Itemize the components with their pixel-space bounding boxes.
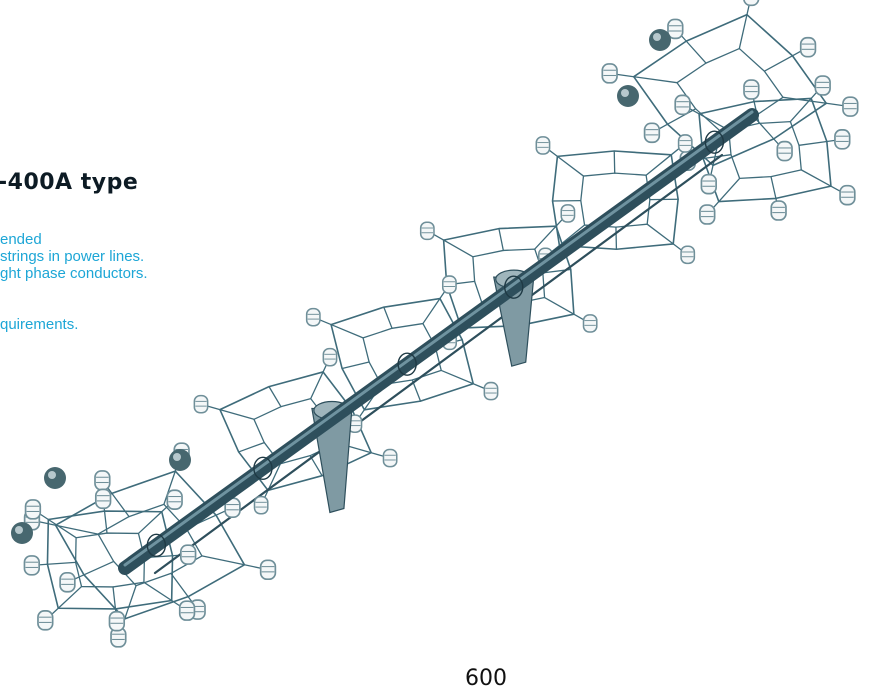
insulator-clamp (261, 560, 276, 579)
insulator-clamp (681, 246, 694, 263)
insulator-clamp (701, 175, 716, 194)
frame-strut (444, 240, 473, 257)
insulator-clamp (679, 135, 692, 152)
insulator-clamp (840, 186, 855, 205)
insulator-clamp (180, 601, 195, 620)
frame-strut (423, 299, 440, 324)
insulator-clamp (167, 490, 182, 509)
end-ball-highlight (653, 33, 661, 41)
page-number: 600 (465, 666, 507, 691)
insulator-clamp (583, 315, 596, 332)
end-ball (11, 522, 33, 544)
insulator-clamp (323, 349, 336, 366)
frame-strut (202, 556, 244, 565)
insulator-clamp (38, 611, 53, 630)
frame-strut (790, 98, 811, 121)
frame-strut (125, 586, 136, 619)
insulator-clamp (645, 123, 660, 142)
insulator-clamp (421, 222, 434, 239)
frame-strut (545, 298, 574, 315)
end-ball-highlight (48, 471, 56, 479)
insulator-clamp (744, 0, 759, 5)
frame-strut (557, 156, 583, 176)
insulator-clamp (801, 38, 816, 57)
insulator-clamp (194, 396, 207, 413)
insulator-clamp (700, 205, 715, 224)
frame-strut (384, 307, 392, 328)
insulator-clamp (96, 489, 111, 508)
insulator-clamp (815, 76, 830, 95)
frame-strut (220, 410, 254, 420)
inner-frame (677, 49, 783, 132)
support-rod (125, 112, 752, 568)
frame-strut (112, 493, 129, 516)
insulator-clamp (383, 450, 396, 467)
insulator-clamp (443, 276, 456, 293)
insulator-clamp (771, 201, 786, 220)
insulator-clamp (843, 97, 858, 116)
frame-strut (239, 443, 265, 452)
frame-strut (686, 41, 706, 63)
insulator-clamp (602, 64, 617, 83)
end-ball-highlight (15, 526, 23, 534)
insulator-clamp (254, 497, 267, 514)
insulator-clamp (307, 309, 320, 326)
insulator-clamp (60, 573, 75, 592)
frame-strut (171, 573, 188, 596)
insulator-clamp (668, 19, 683, 38)
insulator-clamp (777, 142, 792, 161)
insulator-clamp (835, 130, 850, 149)
frame-strut (764, 56, 792, 71)
end-ball-highlight (621, 89, 629, 97)
end-ball (649, 29, 671, 51)
frame-strut (499, 229, 503, 251)
frame-strut (269, 387, 281, 407)
frame-strut (144, 582, 172, 600)
frame-strut (754, 117, 774, 139)
frame-strut (771, 177, 776, 199)
frame-strut (739, 15, 747, 49)
end-ball (44, 467, 66, 489)
frame-strut (342, 362, 369, 368)
frame-strut (138, 512, 161, 534)
insulator-clamp (561, 205, 574, 222)
frame-strut (84, 561, 114, 574)
damper-plates (312, 270, 534, 512)
frame-strut (47, 562, 75, 564)
octagonal-frame (47, 511, 172, 609)
end-ball-highlight (173, 453, 181, 461)
insulator-clamp (484, 383, 497, 400)
frame-strut (56, 525, 98, 534)
frame-strut (799, 141, 827, 145)
frame-strut (535, 226, 556, 249)
insulator-clamp (26, 500, 41, 519)
rod-highlight (125, 112, 752, 565)
insulator-clamp (744, 80, 759, 99)
insulator-clamp (24, 556, 39, 575)
end-ball (169, 449, 191, 471)
insulator-clamp (109, 612, 124, 631)
frame-strut (647, 224, 673, 244)
frame-strut (311, 372, 323, 399)
insulator-clamp (675, 95, 690, 114)
frame-strut (801, 170, 831, 186)
main-rod (125, 115, 752, 568)
insulator-clamp (536, 137, 549, 154)
frame-strut (331, 325, 363, 338)
insulator-clamp (95, 471, 110, 490)
end-ball (617, 85, 639, 107)
insulator-clamp (181, 545, 196, 564)
frame-strut (441, 370, 473, 383)
frame-strut (634, 77, 677, 83)
frame-strut (719, 178, 740, 201)
